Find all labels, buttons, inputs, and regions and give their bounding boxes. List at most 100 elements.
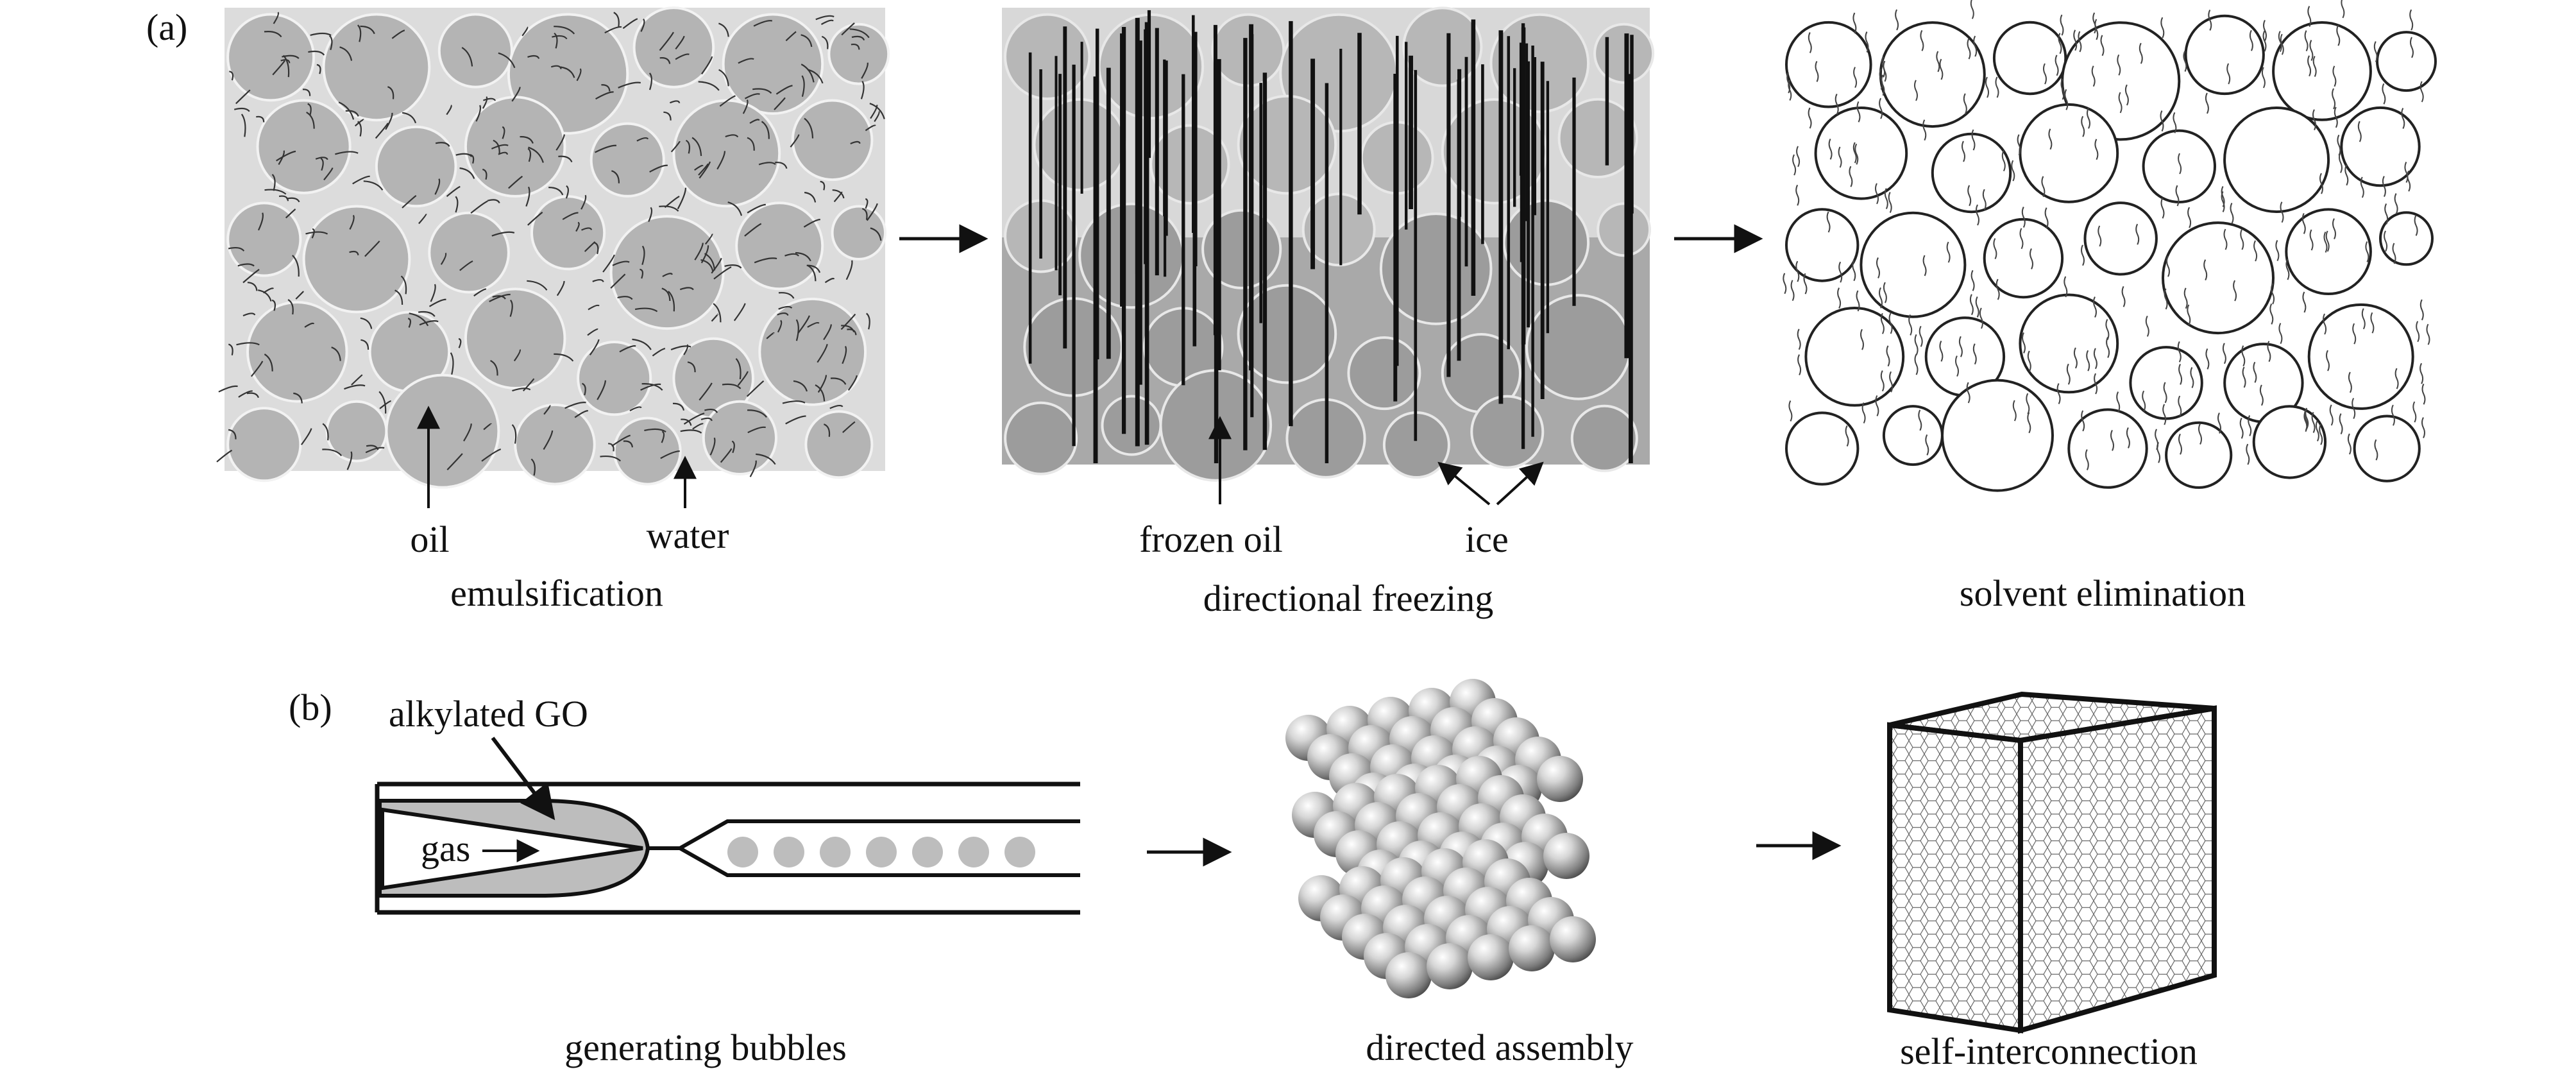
wall-fragment: [1795, 260, 1800, 282]
wall-fragment: [2419, 363, 2424, 384]
sheet-fragment: [735, 358, 741, 380]
sheet-fragment: [278, 150, 285, 166]
sheet-fragment: [560, 66, 575, 78]
droplet: [2252, 405, 2327, 479]
sheet-fragment: [402, 112, 417, 124]
sheet-fragment: [766, 332, 775, 339]
sheet-fragment: [580, 194, 587, 210]
wall-fragment: [1971, 129, 1976, 151]
sheet-fragment: [446, 105, 452, 115]
wall-fragment: [1883, 282, 1887, 303]
sheet-fragment: [320, 157, 324, 171]
wall-fragment: [2312, 109, 2316, 131]
droplet: [1814, 107, 1908, 200]
emulsification-caption: emulsification: [450, 572, 663, 614]
wall-fragment: [2352, 323, 2357, 345]
droplet: [1879, 21, 1986, 128]
wall-fragment: [1958, 336, 1963, 357]
sheet-fragment: [498, 52, 516, 69]
sheet-fragment: [461, 47, 473, 67]
sheet-fragment: [435, 142, 450, 147]
sheet-fragment: [292, 255, 300, 277]
wall-fragment: [1852, 260, 1856, 282]
wall-fragment: [2178, 395, 2182, 417]
wall-fragment: [1914, 80, 1918, 101]
wall-fragment: [2029, 248, 2033, 269]
wall-fragment: [2275, 240, 2280, 261]
sheet-fragment: [482, 96, 488, 109]
wall-fragment: [1865, 31, 1869, 53]
sphere: [1468, 934, 1514, 980]
wall-fragment: [1880, 370, 1885, 392]
sheet-fragment: [394, 289, 403, 305]
wall-fragment: [2323, 313, 2327, 335]
sheet-fragment: [305, 231, 328, 235]
droplet: [791, 99, 874, 182]
droplet: [2165, 421, 2233, 489]
wall-fragment: [2325, 230, 2330, 252]
sheet-fragment: [807, 69, 824, 84]
ice-callout-arrow: [1437, 461, 1491, 506]
wall-fragment: [1808, 107, 1812, 129]
sheet-fragment: [785, 415, 806, 425]
wall-fragment: [2178, 153, 2182, 175]
sheet-fragment: [339, 46, 353, 61]
wall-fragment: [2323, 231, 2328, 253]
wall-fragment: [2347, 433, 2351, 455]
sheet-fragment: [511, 424, 517, 444]
wall-fragment: [1972, 343, 1977, 365]
sheet-fragment: [648, 73, 652, 90]
wall-fragment: [2190, 367, 2194, 388]
droplet: [302, 205, 411, 314]
wall-fragment: [2421, 383, 2426, 405]
sheet-fragment: [830, 377, 847, 385]
sheet-fragment: [402, 195, 417, 209]
wall-fragment: [1985, 76, 1989, 98]
wall-fragment: [1970, 0, 1974, 19]
wall-fragment: [2060, 14, 2064, 36]
wall-fragment: [1826, 211, 1831, 233]
wall-fragment: [2085, 449, 2089, 471]
sheet-fragment: [744, 93, 760, 99]
wall-fragment: [2073, 347, 2078, 369]
wall-fragment: [2175, 185, 2180, 207]
wall-fragment: [1976, 204, 1979, 226]
sheet-fragment: [612, 260, 630, 266]
sheet-fragment: [675, 53, 690, 60]
wall-fragment: [2081, 244, 2085, 266]
sheet-fragment: [683, 344, 689, 355]
wall-fragment: [1875, 183, 1879, 205]
wall-fragment: [2011, 160, 2015, 182]
sheet-fragment: [698, 163, 709, 176]
wall-fragment: [2311, 411, 2316, 433]
sheet-fragment: [681, 418, 692, 426]
sheet-fragment: [784, 253, 799, 257]
wall-fragment: [1996, 278, 2000, 300]
sheet-fragment: [817, 344, 828, 363]
wall-fragment: [1914, 334, 1919, 355]
droplet: [1597, 202, 1652, 257]
wall-fragment: [2205, 92, 2209, 114]
wall-fragment: [2135, 223, 2140, 245]
sheet-fragment: [256, 115, 265, 123]
sheet-fragment: [366, 445, 379, 450]
wall-fragment: [2145, 315, 2149, 337]
sheet-fragment: [778, 292, 795, 299]
wall-fragment: [2262, 30, 2267, 52]
wall-fragment: [2106, 337, 2110, 358]
sheet-fragment: [694, 165, 704, 171]
sheet-fragment: [589, 339, 600, 355]
sheet-fragment: [293, 392, 303, 404]
sheet-fragment: [670, 345, 691, 351]
sheet-fragment: [322, 448, 343, 457]
bubble: [912, 837, 943, 867]
sheet-fragment: [617, 296, 633, 300]
wall-fragment: [2093, 296, 2097, 318]
wall-fragment: [2278, 323, 2283, 345]
droplet: [1149, 124, 1230, 205]
sheet-fragment: [699, 161, 711, 179]
wall-fragment: [2307, 6, 2312, 28]
wall-fragment: [2043, 63, 2047, 85]
sheet-fragment: [699, 382, 713, 401]
sheet-fragment: [700, 245, 709, 264]
